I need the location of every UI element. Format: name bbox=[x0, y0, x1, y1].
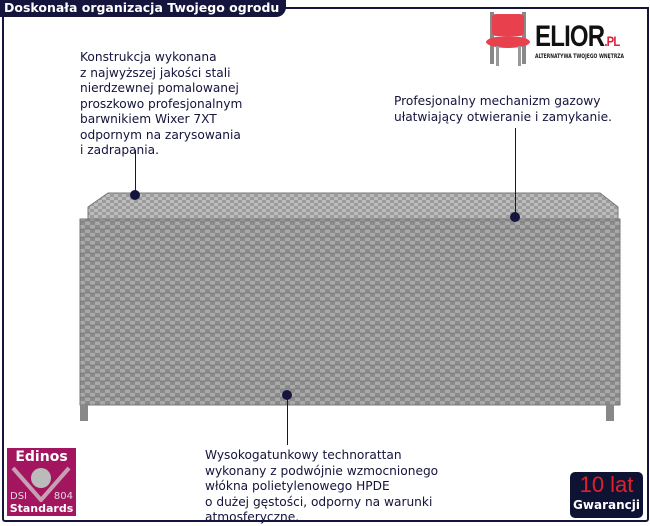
edinos-v-icon bbox=[11, 466, 71, 502]
rattan-storage-box bbox=[79, 192, 621, 421]
page-title: Doskonała organizacja Twojego ogrodu bbox=[0, 0, 286, 17]
page-frame bbox=[2, 7, 649, 522]
brand-name: ELIOR.PL bbox=[535, 20, 620, 53]
warranty-badge: 10 lat Gwarancji bbox=[570, 472, 643, 518]
callout-dot-gas bbox=[510, 212, 520, 222]
elior-logo[interactable] bbox=[478, 8, 643, 73]
callout-line-gas bbox=[515, 128, 516, 216]
brand-slogan: ALTERNATYWA TWOJEGO WNĘTRZA bbox=[535, 53, 625, 60]
callout-line-rattan bbox=[287, 395, 288, 445]
callout-line-steel bbox=[135, 150, 136, 195]
callout-dot-steel bbox=[130, 190, 140, 200]
chair-icon bbox=[486, 12, 530, 66]
edinos-badge: Edinos DSI 804 Standards bbox=[7, 448, 76, 516]
callout-rattan: Wysokogatunkowy technorattan wykonany z … bbox=[205, 448, 439, 524]
callout-steel: Konstrukcja wykonana z najwyższej jakośc… bbox=[80, 50, 243, 157]
callout-gas: Profesjonalny mechanizm gazowy ułatwiają… bbox=[394, 94, 612, 124]
callout-dot-rattan bbox=[282, 390, 292, 400]
